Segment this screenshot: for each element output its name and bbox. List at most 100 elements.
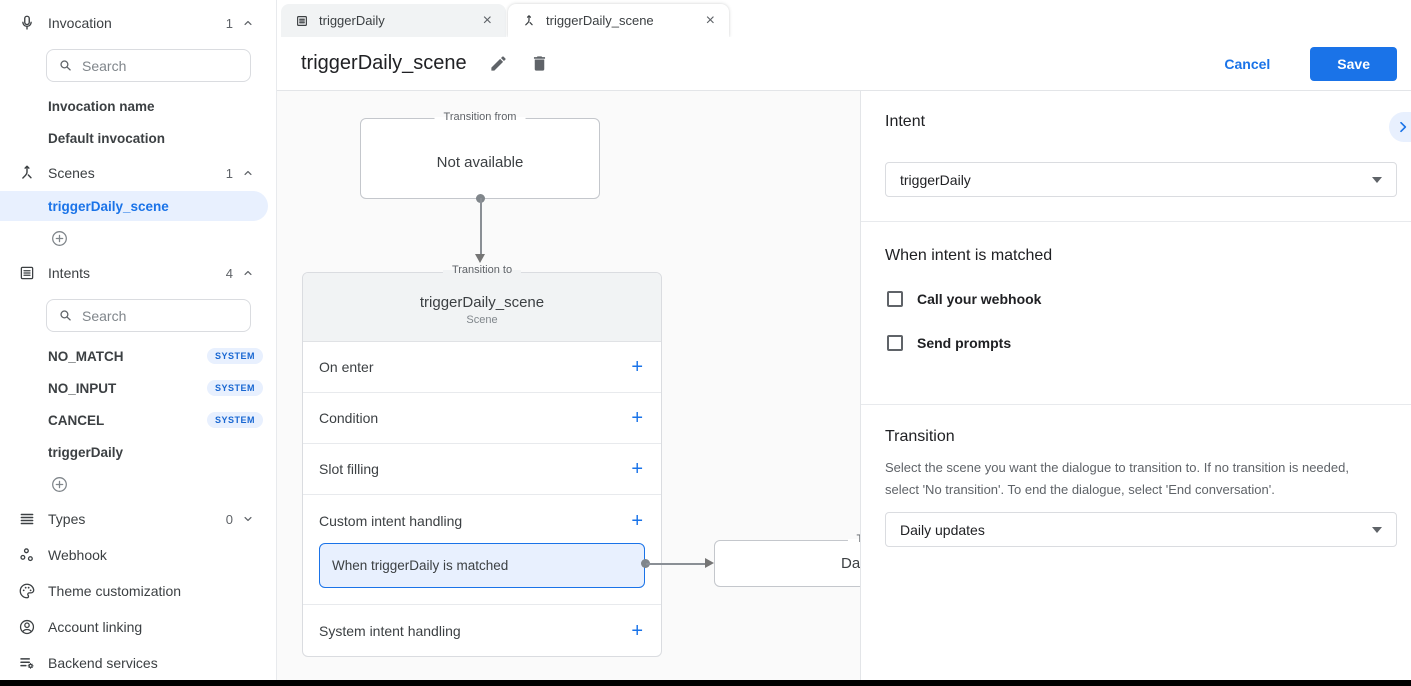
menu-item-label: Account linking (48, 619, 143, 635)
chevron-right-icon (1395, 119, 1411, 135)
section-count: 1 (225, 165, 233, 181)
add-scene-button[interactable] (50, 229, 69, 248)
scene-card-title: triggerDaily_scene (419, 294, 545, 311)
sidebar-item-triggerdaily-scene[interactable]: triggerDaily_scene (0, 191, 268, 221)
chevron-up-icon[interactable] (241, 16, 255, 30)
send-prompts-checkbox[interactable] (887, 335, 903, 351)
section-count: 4 (225, 265, 233, 281)
row-label: On enter (319, 359, 374, 375)
scene-row-on-enter[interactable]: On enter + (303, 342, 661, 393)
types-icon (18, 510, 36, 528)
scene-icon (18, 164, 36, 182)
search-icon (57, 307, 74, 324)
matched-intent-item[interactable]: When triggerDaily is matched (319, 543, 645, 588)
intent-editor-panel: Intent triggerDaily When intent is match… (860, 91, 1411, 680)
search-icon (57, 57, 74, 74)
arrow-down-icon (475, 254, 485, 263)
row-label: Custom intent handling (319, 513, 463, 529)
row-label: Condition (319, 410, 379, 426)
add-icon[interactable]: + (631, 356, 643, 378)
sidebar-item-cancel[interactable]: CANCEL (48, 413, 105, 428)
scene-row-slot-filling[interactable]: Slot filling + (303, 444, 661, 495)
intent-heading: Intent (885, 113, 926, 130)
sidebar-section-invocation[interactable]: Invocation 1 (0, 10, 277, 36)
menu-item-label: Webhook (48, 547, 107, 563)
add-intent-button[interactable] (50, 475, 69, 494)
scene-card-subtitle: Scene (466, 314, 498, 326)
sidebar-item-backend-services[interactable]: Backend services (0, 650, 277, 676)
search-input[interactable] (82, 57, 232, 74)
system-badge: SYSTEM (207, 412, 264, 428)
scene-diagram-canvas[interactable]: Transition from Not available Transition… (277, 91, 860, 680)
transition-from-legend: Transition from (434, 111, 526, 123)
scene-row-system-intent-handling[interactable]: System intent handling + (303, 605, 661, 656)
call-webhook-checkbox[interactable] (887, 291, 903, 307)
transition-from-card: Transition from Not available (360, 111, 600, 199)
sidebar-item-theme-customization[interactable]: Theme customization (0, 578, 277, 604)
tab-triggerdaily-scene[interactable]: triggerDaily_scene × (508, 4, 729, 37)
sidebar-section-intents[interactable]: Intents 4 (0, 260, 277, 286)
matched-intent-label: When triggerDaily is matched (332, 558, 509, 573)
add-icon[interactable]: + (631, 407, 643, 429)
chevron-up-icon[interactable] (241, 166, 255, 180)
connector-line (646, 562, 706, 565)
add-icon[interactable]: + (631, 619, 643, 642)
title-bar: triggerDaily_scene Cancel Save (277, 37, 1411, 91)
sidebar-section-types[interactable]: Types 0 (0, 506, 277, 532)
sidebar-item-triggerdaily[interactable]: triggerDaily (48, 445, 124, 460)
chevron-up-icon[interactable] (241, 266, 255, 280)
save-button[interactable]: Save (1310, 46, 1397, 81)
chevron-down-icon[interactable] (241, 512, 255, 526)
sidebar-section-scenes[interactable]: Scenes 1 (0, 160, 277, 186)
sidebar-item-webhook[interactable]: Webhook (0, 542, 277, 568)
tab-bar: triggerDaily × triggerDaily_scene × (277, 0, 1411, 37)
sidebar-item-no-input[interactable]: NO_INPUT (48, 381, 117, 396)
sidebar: Invocation 1 Invocation name Default inv… (0, 0, 277, 680)
search-input[interactable] (82, 307, 232, 324)
checkbox-label: Call your webhook (917, 291, 1042, 307)
divider (861, 221, 1411, 222)
cancel-button[interactable]: Cancel (1224, 55, 1271, 72)
tab-label: triggerDaily_scene (546, 13, 654, 28)
sidebar-item-invocation-name[interactable]: Invocation name (48, 99, 155, 114)
palette-icon (18, 582, 36, 600)
account-icon (18, 618, 36, 636)
sidebar-item-no-match[interactable]: NO_MATCH (48, 349, 124, 364)
sidebar-item-account-linking[interactable]: Account linking (0, 614, 277, 640)
tab-triggerdaily[interactable]: triggerDaily × (281, 4, 506, 37)
transition-heading: Transition (885, 428, 955, 445)
close-icon[interactable]: × (705, 11, 715, 29)
backend-services-icon (18, 654, 36, 672)
add-icon[interactable]: + (631, 510, 643, 532)
scene-icon (522, 14, 536, 28)
collapse-panel-button[interactable] (1389, 112, 1411, 142)
intents-search[interactable] (46, 299, 251, 332)
row-label: System intent handling (319, 622, 461, 639)
custom-intent-handling-header[interactable]: Custom intent handling + (303, 495, 661, 541)
edit-icon[interactable] (489, 54, 508, 73)
page-title: triggerDaily_scene (301, 52, 467, 74)
scene-card-header[interactable]: triggerDaily_scene Scene (303, 273, 661, 342)
menu-item-label: Backend services (48, 655, 158, 671)
call-webhook-option: Call your webhook (887, 291, 1041, 307)
intent-select-value: triggerDaily (900, 171, 971, 188)
transition-from-value: Not available (436, 154, 524, 171)
intent-icon (18, 264, 36, 282)
row-label: Slot filling (319, 461, 379, 477)
section-count: 1 (225, 15, 233, 31)
main-area: triggerDaily × triggerDaily_scene × trig… (277, 0, 1411, 686)
section-count: 0 (225, 511, 233, 527)
delete-icon[interactable] (530, 54, 549, 73)
scene-row-condition[interactable]: Condition + (303, 393, 661, 444)
invocation-search[interactable] (46, 49, 251, 82)
transition-description: Select the scene you want the dialogue t… (885, 460, 1349, 497)
transition-select-value: Daily updates (900, 521, 985, 538)
system-badge: SYSTEM (207, 348, 264, 364)
transition-select[interactable]: Daily updates (885, 512, 1397, 547)
sidebar-item-default-invocation[interactable]: Default invocation (48, 131, 166, 146)
section-label: Scenes (48, 165, 95, 181)
intent-select[interactable]: triggerDaily (885, 162, 1397, 197)
transition-target-card[interactable]: Transition to Daily updates (714, 533, 860, 587)
add-icon[interactable]: + (631, 458, 643, 480)
close-icon[interactable]: × (482, 11, 492, 29)
